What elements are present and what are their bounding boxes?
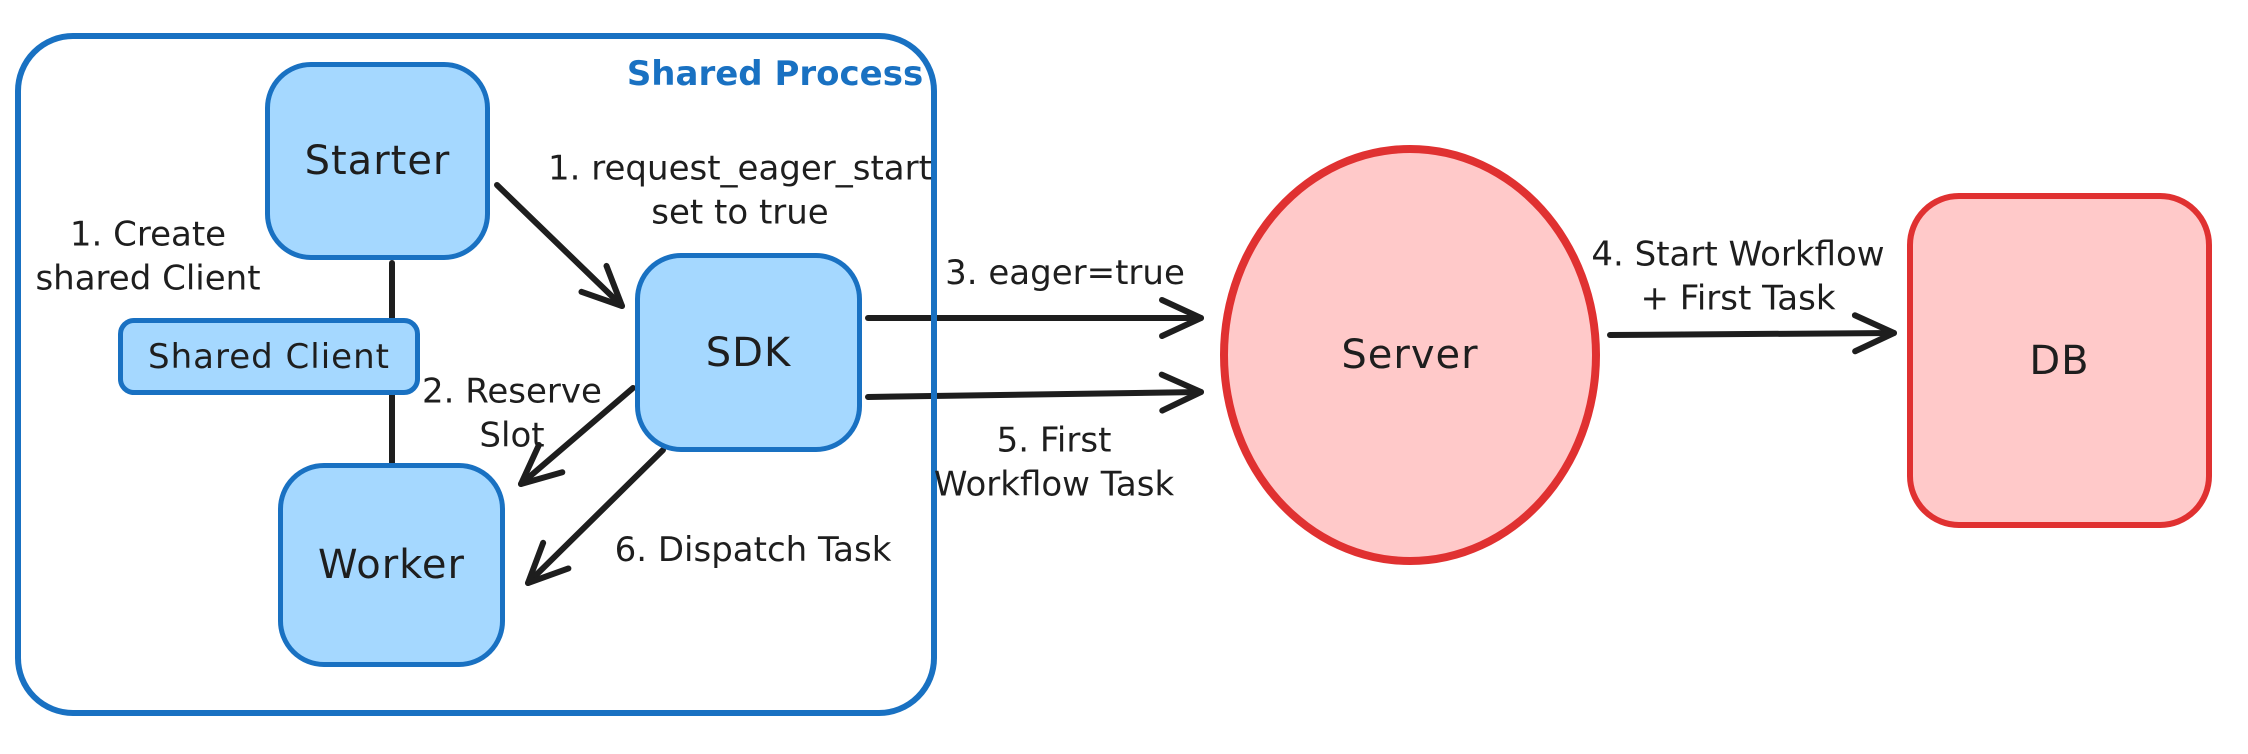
annotation-dispatch-task: 6. Dispatch Task xyxy=(614,530,892,571)
annotation-eager-true: 3. eager=true xyxy=(945,253,1185,294)
shared-client-node-label: Shared Client xyxy=(148,336,390,377)
annotation-create-shared-client: 1. Create shared Client xyxy=(35,214,261,298)
annotation-request-eager-start: 1. request_eager_start set to true xyxy=(548,148,932,232)
db-node-label: DB xyxy=(2029,337,2090,384)
starter-node-label: Starter xyxy=(304,138,451,184)
worker-node-label: Worker xyxy=(318,542,465,588)
worker-node: Worker xyxy=(278,463,505,667)
sdk-node-label: SDK xyxy=(705,329,792,376)
annotation-reserve-slot: 2. Reserve Slot xyxy=(422,371,602,455)
shared-process-frame xyxy=(15,33,937,716)
db-node: DB xyxy=(1907,193,2212,528)
shared-client-node: Shared Client xyxy=(118,318,420,395)
annotation-first-workflow-task: 5. First Workflow Task xyxy=(933,420,1175,504)
sdk-node: SDK xyxy=(635,253,862,452)
starter-node: Starter xyxy=(265,62,490,260)
server-node: Server xyxy=(1220,145,1600,565)
server-node-label: Server xyxy=(1341,332,1479,378)
server-to-db-arrow xyxy=(1607,312,1897,355)
shared-process-label: Shared Process xyxy=(626,54,924,94)
annotation-start-workflow: 4. Start Workflow + First Task xyxy=(1591,234,1885,318)
